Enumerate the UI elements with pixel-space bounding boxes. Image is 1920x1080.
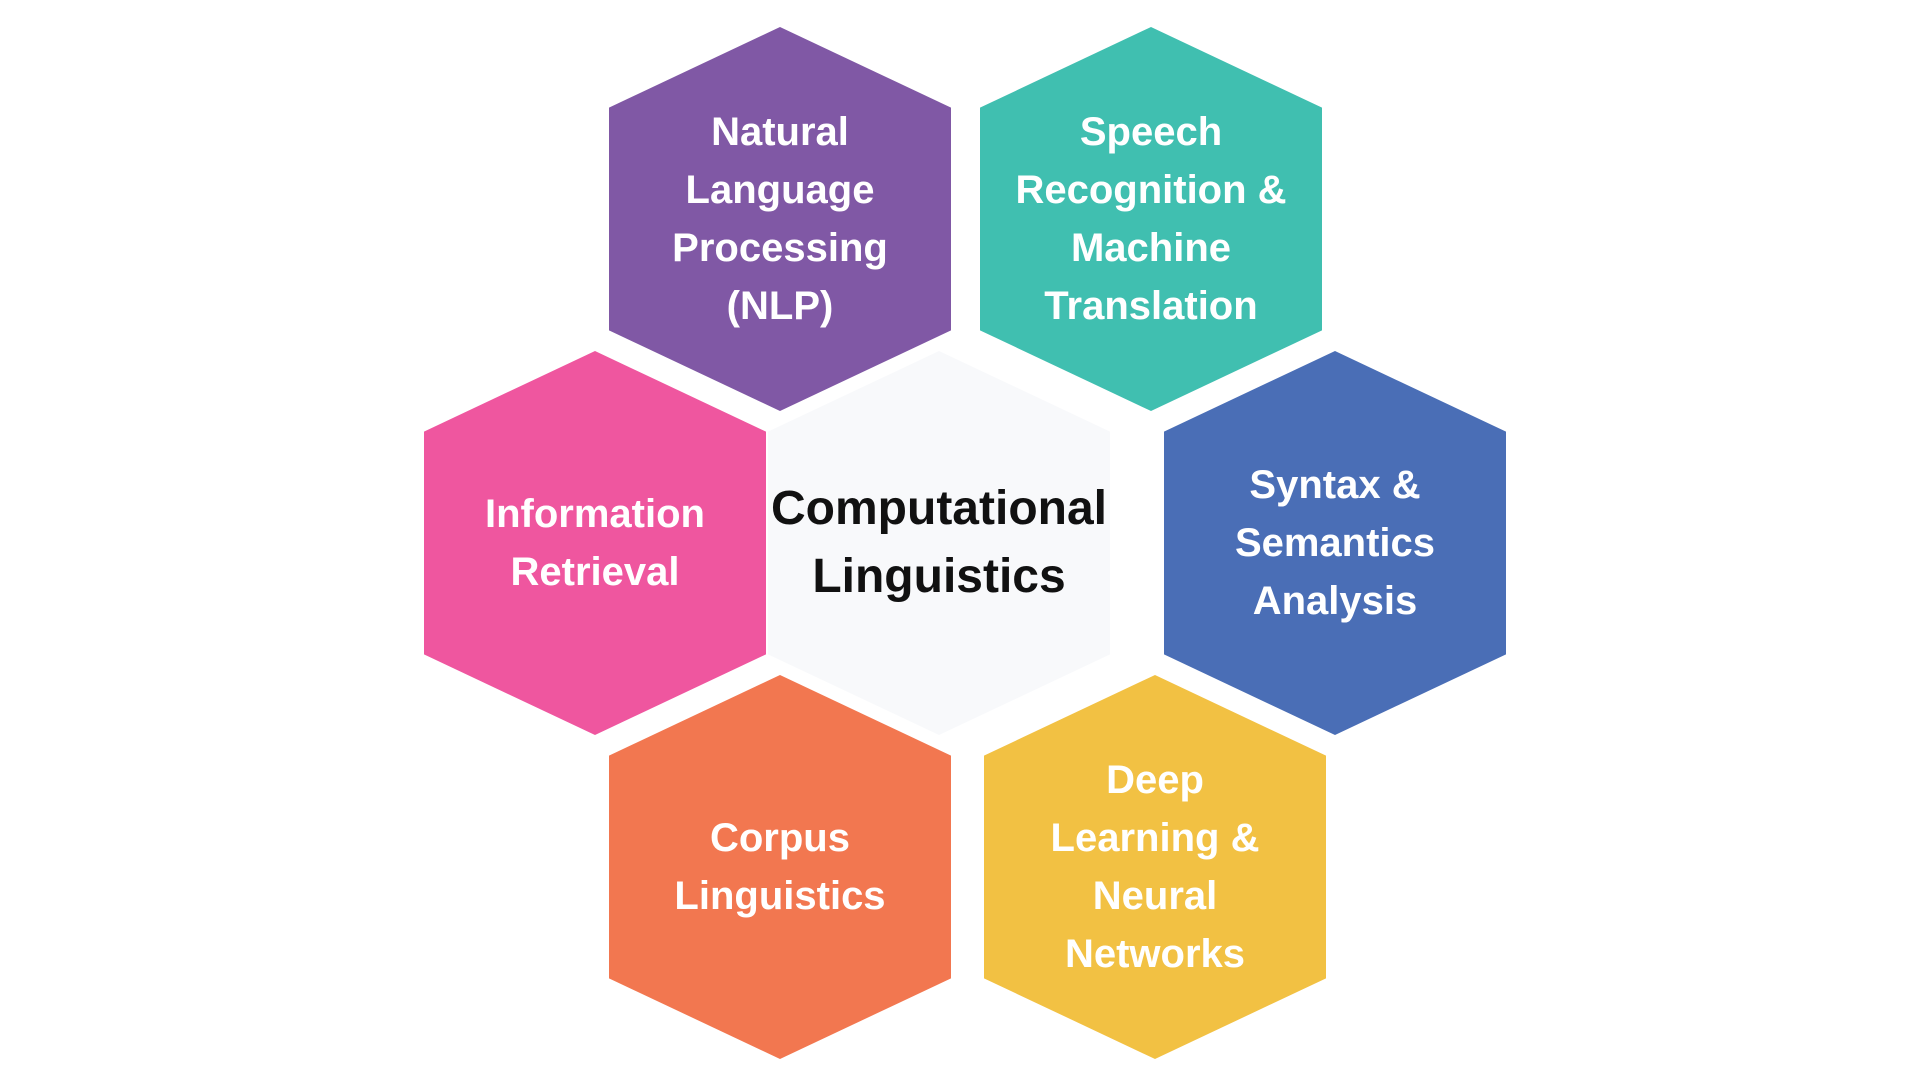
hexagon-corpus-linguistics-label: Corpus Linguistics [674,816,886,918]
hexagon-speech-recognition: Speech Recognition & Machine Translation [980,27,1322,411]
hexagon-deep-learning-label: Deep Learning & Neural Networks [1050,758,1260,976]
hexagon-information-retrieval-label: Information Retrieval [485,492,705,594]
hexagon-center: Computational Linguistics [768,351,1110,735]
hexagon-deep-learning: Deep Learning & Neural Networks [984,675,1326,1059]
hexagon-corpus-linguistics: Corpus Linguistics [609,675,951,1059]
hexagon-speech-recognition-label: Speech Recognition & Machine Translation [1015,110,1287,328]
center-label: Computational Linguistics [771,482,1107,603]
hexagon-nlp: Natural Language Processing (NLP) [609,27,951,411]
hexagon-information-retrieval: Information Retrieval [424,351,766,735]
hexagon-syntax-semantics: Syntax & Semantics Analysis [1164,351,1506,735]
hexagon-syntax-semantics-label: Syntax & Semantics Analysis [1234,463,1436,623]
hexagon-nlp-label: Natural Language Processing (NLP) [672,110,888,328]
